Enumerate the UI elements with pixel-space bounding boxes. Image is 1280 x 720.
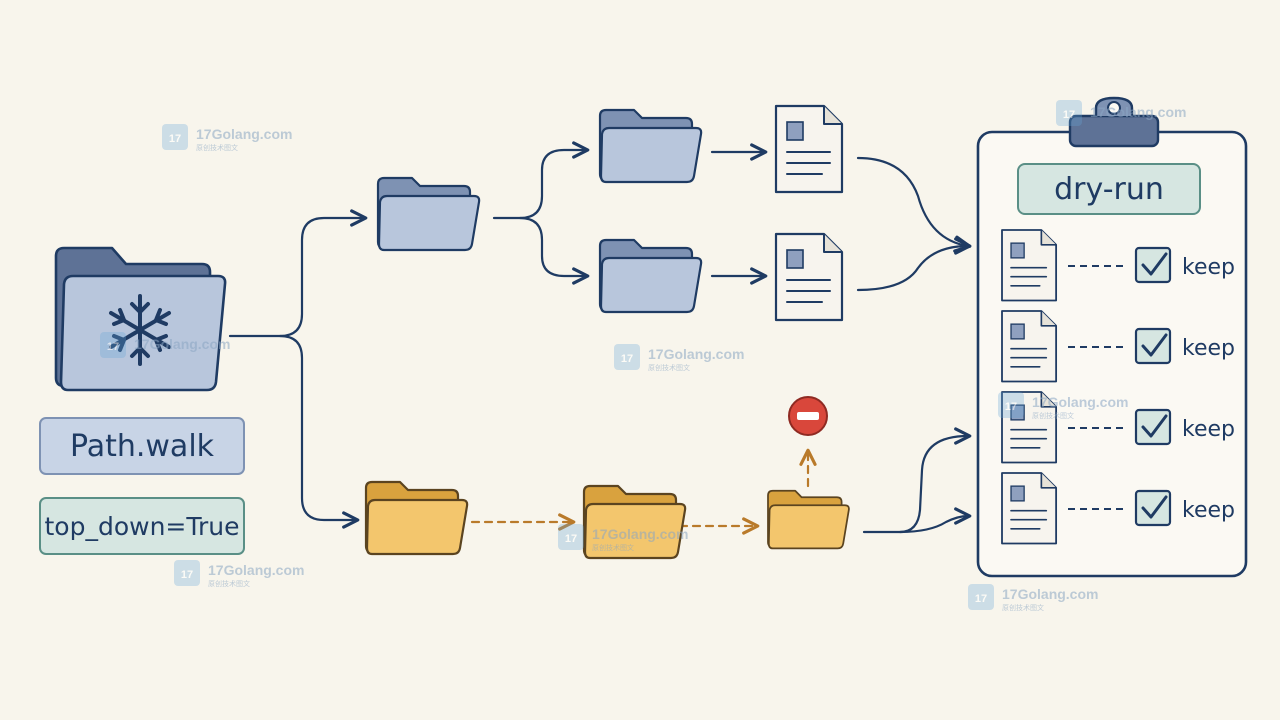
watermark-text: 17Golang.com	[1090, 104, 1186, 120]
list-item: keep	[1001, 229, 1235, 302]
keep-list: keep keep keep keep	[1001, 229, 1235, 545]
list-item: keep	[1001, 391, 1235, 464]
watermark-text: 17Golang.com	[1002, 586, 1098, 602]
list-item: keep	[1001, 310, 1235, 383]
skipped-folder-3	[767, 489, 850, 550]
clipboard-icon	[1068, 96, 1160, 148]
path-walk-label: Path.walk	[70, 429, 215, 464]
watermark-subtext: 原创技术图文	[1032, 411, 1074, 420]
check-icon	[1134, 246, 1172, 284]
subfolder-level2-bottom	[598, 238, 703, 314]
check-icon	[1134, 489, 1172, 527]
root-folder	[54, 246, 227, 392]
watermark-text: 17Golang.com	[592, 526, 688, 542]
watermark-text: 17Golang.com	[196, 126, 292, 142]
keep-label: keep	[1182, 336, 1235, 361]
skip-connectors	[470, 448, 817, 535]
subfolder-level2-top	[598, 108, 703, 184]
document-icon	[774, 104, 844, 194]
check-icon	[1134, 408, 1172, 446]
document-icon	[774, 232, 844, 322]
minus-circle-icon	[788, 396, 828, 436]
watermark-text: 17Golang.com	[1032, 394, 1128, 410]
path-walk-box: Path.walk	[39, 417, 245, 475]
keep-label: keep	[1182, 255, 1235, 280]
watermark-subtext: 原创技术图文	[208, 579, 250, 588]
subfolder-level1	[376, 176, 481, 252]
watermark-text: 17Golang.com	[134, 336, 230, 352]
list-item: keep	[1001, 472, 1235, 545]
dry-run-label: dry-run	[1054, 172, 1164, 207]
watermark-text: 17Golang.com	[648, 346, 744, 362]
watermark-subtext: 原创技术图文	[1002, 603, 1044, 612]
keep-label: keep	[1182, 417, 1235, 442]
watermark-subtext: 原创技术图文	[648, 363, 690, 372]
top-down-box: top_down=True	[39, 497, 245, 555]
top-down-label: top_down=True	[45, 512, 240, 541]
skipped-folder-1	[364, 480, 469, 556]
watermark: 17Golang.com 原创技术图文 17Golang.com 17Golan…	[100, 100, 1186, 612]
keep-label: keep	[1182, 498, 1235, 523]
check-icon	[1134, 327, 1172, 365]
tree-connectors	[228, 141, 972, 534]
watermark-subtext: 原创技术图文	[196, 143, 238, 152]
watermark-subtext: 原创技术图文	[592, 543, 634, 552]
watermark-text: 17Golang.com	[208, 562, 304, 578]
